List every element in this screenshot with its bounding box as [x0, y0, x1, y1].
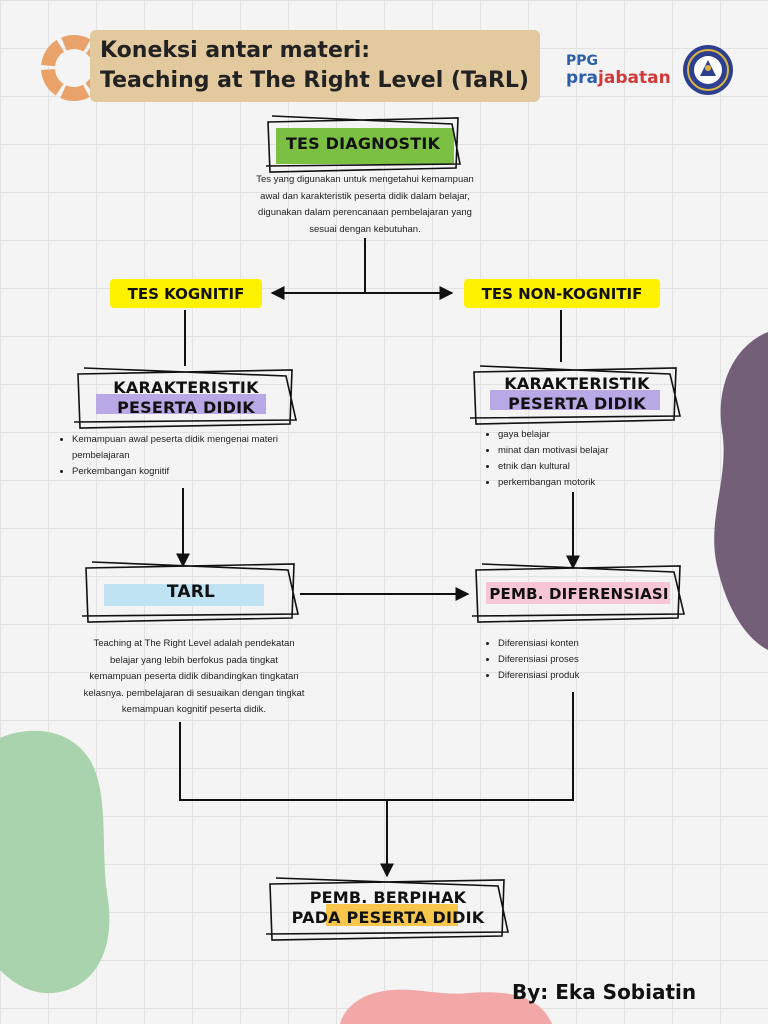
- frame-diferensiasi: [471, 563, 686, 623]
- node-pemb-diferensiasi: PEMB. DIFERENSIASI: [489, 585, 669, 603]
- node-karakteristik-right: KARAKTERISTIK PESERTA DIDIK: [504, 374, 650, 413]
- node-karakteristik-left: KARAKTERISTIK PESERTA DIDIK: [113, 378, 259, 417]
- node-tes-diagnostik: TES DIAGNOSTIK: [285, 134, 441, 153]
- list-item: Diferensiasi proses: [498, 652, 698, 668]
- frame-karakteristik-right: [469, 365, 682, 425]
- list-item: Diferensiasi konten: [498, 636, 698, 652]
- list-non-kognitif: gaya belajar minat dan motivasi belajar …: [484, 427, 698, 491]
- list-item: Kemampuan awal peserta didik mengenai ma…: [72, 432, 312, 464]
- list-item: minat dan motivasi belajar: [498, 443, 698, 459]
- tarl-description: Teaching at The Right Level adalah pende…: [83, 638, 305, 715]
- node-tarl: TARL: [166, 582, 216, 602]
- diagnostik-description: Tes yang digunakan untuk mengetahui kema…: [256, 174, 474, 235]
- node-pemb-berpihak: PEMB. BERPIHAK PADA PESERTA DIDIK: [291, 888, 485, 927]
- list-kognitif: Kemampuan awal peserta didik mengenai ma…: [58, 432, 312, 480]
- author-credit: By: Eka Sobiatin: [512, 980, 697, 1004]
- list-item: etnik dan kultural: [498, 459, 698, 475]
- prajabatan-logo-text: prajabatan: [566, 68, 671, 88]
- frame-diagnostik: [265, 115, 461, 173]
- title-line-2: Teaching at The Right Level (TaRL): [100, 68, 529, 93]
- list-diferensiasi: Diferensiasi konten Diferensiasi proses …: [484, 636, 698, 684]
- list-item: gaya belajar: [498, 427, 698, 443]
- node-tes-non-kognitif: TES NON-KOGNITIF: [464, 279, 660, 308]
- list-item: Diferensiasi produk: [498, 668, 698, 684]
- ppg-prajabatan-logo: PPG prajabatan: [566, 50, 671, 88]
- node-tes-kognitif: TES KOGNITIF: [110, 279, 262, 308]
- university-seal-icon: [683, 45, 733, 95]
- pink-blob: [340, 989, 552, 1024]
- list-item: perkembangan motorik: [498, 475, 698, 491]
- green-blob: [0, 730, 110, 994]
- frame-tarl: [81, 561, 300, 623]
- title-banner: Koneksi antar materi: Teaching at The Ri…: [90, 30, 540, 102]
- frame-karakteristik-left: [73, 367, 298, 429]
- title-line-1: Koneksi antar materi:: [100, 38, 371, 63]
- ppg-logo-text: PPG: [566, 53, 599, 69]
- purple-blob: [714, 332, 768, 650]
- frame-berpihak: [265, 877, 509, 941]
- list-item: Perkembangan kognitif: [72, 464, 312, 480]
- connector-merge: [179, 692, 574, 801]
